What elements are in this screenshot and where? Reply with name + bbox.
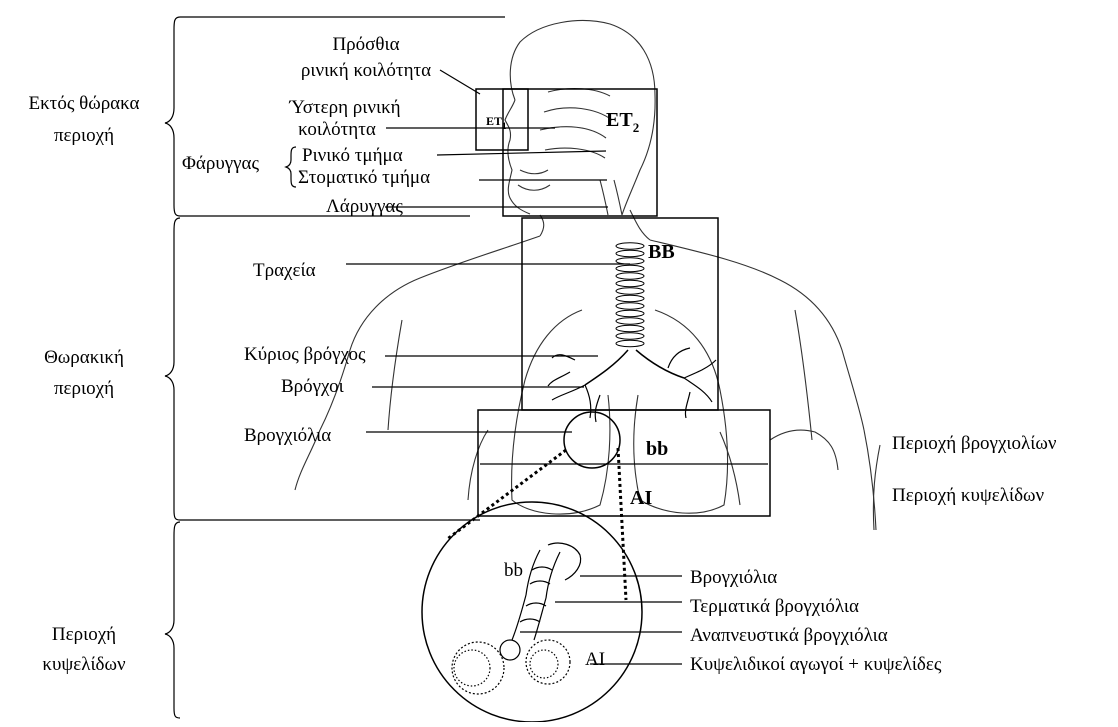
- bronchial-tree: [548, 348, 716, 422]
- label-pharynx: Φάρυγγας: [182, 153, 259, 174]
- label-trachea: Τραχεία: [253, 260, 316, 281]
- label-bronchiolar-region: Περιοχή βρογχιολίων: [892, 433, 1057, 454]
- label-anterior-nasal-2: ρινική κοιλότητα: [301, 60, 431, 81]
- label-anterior-nasal-1: Πρόσθια: [332, 34, 399, 55]
- detail-item-2: Τερματικά βρογχιόλια: [690, 596, 859, 617]
- trachea-ring: [616, 265, 644, 271]
- region-thoracic-label-1: Θωρακική: [44, 347, 124, 368]
- trachea-ring: [616, 333, 644, 339]
- trachea-ring: [616, 258, 644, 264]
- trachea-ring: [616, 340, 644, 346]
- detail-item-3: Αναπνευστικά βρογχιόλια: [690, 625, 888, 646]
- trachea-ring: [616, 243, 644, 249]
- label-oral-part: Στοματικό τμήμα: [298, 167, 430, 188]
- box-et2-label: ET2: [606, 109, 639, 135]
- region-thoracic-label-2: περιοχή: [54, 378, 114, 399]
- trachea-ring: [616, 325, 644, 331]
- trachea-ring: [616, 295, 644, 301]
- trachea-ring: [616, 273, 644, 279]
- label-alveolar-region: Περιοχή κυψελίδων: [892, 485, 1045, 506]
- detail-bb-label: bb: [504, 560, 523, 581]
- brace-alveolar: [165, 522, 180, 718]
- label-posterior-nasal-2: κοιλότητα: [298, 119, 376, 140]
- leader-nasal-part: [437, 151, 606, 155]
- trachea-ring: [616, 250, 644, 256]
- label-bronchioles: Βρογχιόλια: [244, 425, 331, 446]
- leader-anterior-nasal: [440, 70, 480, 94]
- box-bb-lower-label: bb: [646, 438, 668, 460]
- region-extrathoracic-label-2: περιοχή: [54, 125, 114, 146]
- label-bronchi: Βρόγχοι: [281, 376, 345, 397]
- magnifier-small-circle: [564, 412, 620, 468]
- brace-thoracic: [165, 218, 180, 520]
- label-main-bronchus: Κύριος βρόγχος: [244, 344, 366, 365]
- trachea-ring: [616, 318, 644, 324]
- pharynx-brace: [286, 147, 296, 187]
- trachea-illustration: [616, 243, 644, 347]
- region-alveolar-label-2: κυψελίδων: [42, 654, 126, 675]
- trachea-ring: [616, 288, 644, 294]
- box-lower-outer: [478, 410, 770, 516]
- magnifier-connector-right: [618, 448, 626, 600]
- detail-item-4: Κυψελιδικοί αγωγοί + κυψελίδες: [690, 654, 942, 675]
- region-alveolar-label-1: Περιοχή: [52, 624, 116, 645]
- label-posterior-nasal-1: Ύστερη ρινική: [288, 97, 400, 118]
- box-ai-label: AI: [630, 487, 652, 509]
- trachea-ring: [616, 303, 644, 309]
- brace-extrathoracic: [165, 17, 180, 216]
- trachea-ring: [616, 310, 644, 316]
- detail-ai-label: AI: [585, 649, 605, 670]
- region-extrathoracic-label-1: Εκτός θώρακα: [29, 93, 140, 114]
- box-bb-upper-label: BB: [648, 241, 675, 263]
- detail-item-1: Βρογχιόλια: [690, 567, 777, 588]
- label-nasal-part: Ρινικό τμήμα: [302, 145, 403, 166]
- trachea-ring: [616, 280, 644, 286]
